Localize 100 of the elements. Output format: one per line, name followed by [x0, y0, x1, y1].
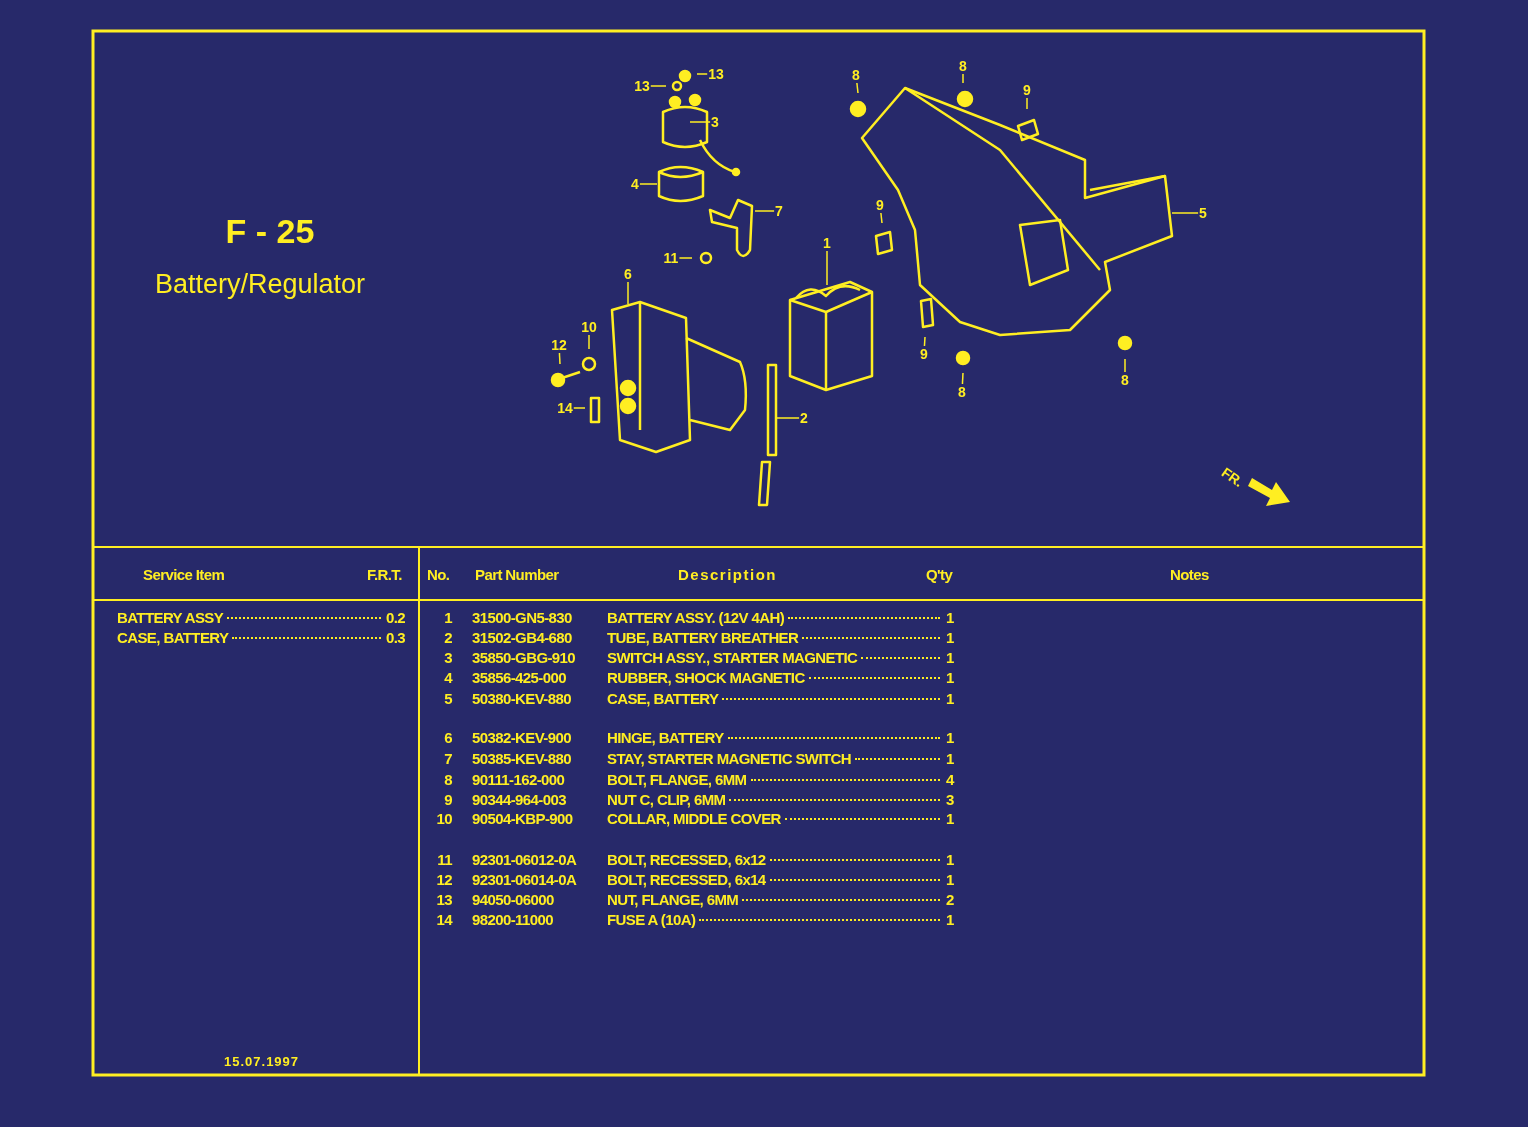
direction-label: FR. — [1218, 464, 1247, 491]
leader-line — [696, 73, 708, 75]
description-cell: HINGE, BATTERY — [607, 729, 940, 747]
column-header: Q'ty — [926, 566, 953, 584]
callout-number: 3 — [710, 114, 720, 130]
callout-number: 9 — [875, 197, 885, 213]
quantity-cell: 1 — [946, 690, 954, 708]
service-item-cell: BATTERY ASSY — [117, 609, 381, 627]
leader-line — [639, 183, 658, 185]
item-number-cell: 13 — [436, 891, 452, 909]
quantity-cell: 1 — [946, 750, 954, 768]
item-number-cell: 8 — [444, 771, 452, 789]
description-cell: BOLT, RECESSED, 6x14 — [607, 871, 940, 889]
leader-line — [754, 210, 775, 212]
part-number-cell: 31500-GN5-830 — [472, 609, 572, 627]
callout-number: 8 — [957, 384, 967, 400]
leader-line — [856, 82, 859, 94]
leader-line — [961, 372, 964, 385]
quantity-cell: 1 — [946, 629, 954, 647]
leader-line — [627, 281, 629, 305]
part-number-cell: 92301-06014-0A — [472, 871, 577, 889]
quantity-cell: 1 — [946, 729, 954, 747]
callout-number: 8 — [958, 58, 968, 74]
item-number-cell: 7 — [444, 750, 452, 768]
part-number-cell: 94050-06000 — [472, 891, 554, 909]
part-number-cell: 50380-KEV-880 — [472, 690, 571, 708]
leader-line — [962, 73, 964, 84]
callout-number: 13 — [633, 78, 651, 94]
item-number-cell: 2 — [444, 629, 452, 647]
item-number-cell: 4 — [444, 669, 452, 687]
callout-number: 8 — [851, 67, 861, 83]
leader-line — [573, 407, 586, 409]
item-number-cell: 1 — [444, 609, 452, 627]
description-cell: BATTERY ASSY. (12V 4AH) — [607, 609, 940, 627]
callout-number: 9 — [919, 346, 929, 362]
frt-cell: 0.3 — [385, 629, 405, 647]
callout-number: 13 — [707, 66, 725, 82]
leader-line — [826, 250, 828, 286]
callout-number: 12 — [550, 337, 568, 353]
callout-number: 5 — [1198, 205, 1208, 221]
part-number-cell: 98200-11000 — [472, 911, 553, 929]
quantity-cell: 1 — [946, 669, 954, 687]
part-number-cell: 35850-GBG-910 — [472, 649, 576, 667]
part-number-cell: 92301-06012-0A — [472, 851, 577, 869]
callout-number: 10 — [580, 319, 598, 335]
part-number-cell: 50382-KEV-900 — [472, 729, 571, 747]
description-cell: STAY, STARTER MAGNETIC SWITCH — [607, 750, 940, 768]
quantity-cell: 1 — [946, 609, 954, 627]
quantity-cell: 1 — [946, 911, 954, 929]
leader-line — [689, 121, 711, 123]
quantity-cell: 1 — [946, 851, 954, 869]
item-number-cell: 11 — [437, 851, 452, 869]
leader-line — [1124, 358, 1126, 373]
leader-line — [558, 352, 561, 365]
description-cell: BOLT, RECESSED, 6x12 — [607, 851, 940, 869]
callout-number: 9 — [1022, 82, 1032, 98]
callout-number: 6 — [623, 266, 633, 282]
diagram-subtitle: Battery/Regulator — [153, 269, 367, 300]
callout-number: 11 — [662, 250, 680, 266]
quantity-cell: 4 — [946, 771, 954, 789]
item-number-cell: 6 — [444, 729, 452, 747]
part-number-cell: 90344-964-003 — [472, 791, 566, 809]
frt-cell: 0.2 — [385, 609, 405, 627]
callout-number: 4 — [630, 176, 640, 192]
callout-number: 2 — [799, 410, 809, 426]
description-cell: RUBBER, SHOCK MAGNETIC — [607, 669, 940, 687]
callout-number: 8 — [1120, 372, 1130, 388]
leader-line — [880, 212, 883, 224]
description-cell: NUT, FLANGE, 6MM — [607, 891, 940, 909]
callout-number: 1 — [822, 235, 832, 251]
leader-line — [588, 334, 590, 350]
description-cell: FUSE A (10A) — [607, 911, 940, 929]
item-number-cell: 14 — [436, 911, 452, 929]
quantity-cell: 1 — [946, 649, 954, 667]
quantity-cell: 2 — [946, 891, 954, 909]
quantity-cell: 1 — [946, 871, 954, 889]
description-cell: BOLT, FLANGE, 6MM — [607, 771, 940, 789]
item-number-cell: 10 — [436, 810, 452, 828]
item-number-cell: 12 — [436, 871, 452, 889]
part-number-cell: 50385-KEV-880 — [472, 750, 571, 768]
description-cell: NUT C, CLIP, 6MM — [607, 791, 940, 809]
service-item-cell: CASE, BATTERY — [117, 629, 381, 647]
part-number-cell: 31502-GB4-680 — [472, 629, 572, 647]
leader-line — [923, 336, 926, 347]
quantity-cell: 1 — [946, 810, 954, 828]
date-text: 15.07.1997 — [224, 1053, 300, 1071]
diagram-title: F - 25 — [224, 212, 316, 251]
column-header: Part Number — [475, 566, 559, 584]
item-number-cell: 5 — [444, 690, 452, 708]
column-header: No. — [427, 566, 450, 584]
item-number-cell: 3 — [444, 649, 452, 667]
part-number-cell: 35856-425-000 — [472, 669, 566, 687]
quantity-cell: 3 — [946, 791, 954, 809]
leader-line — [650, 85, 667, 87]
part-number-cell: 90504-KBP-900 — [472, 810, 573, 828]
leader-line — [1171, 212, 1199, 214]
column-header: Notes — [1170, 566, 1209, 584]
description-cell: SWITCH ASSY., STARTER MAGNETIC — [607, 649, 940, 667]
callout-number: 7 — [774, 203, 784, 219]
description-cell: COLLAR, MIDDLE COVER — [607, 810, 940, 828]
